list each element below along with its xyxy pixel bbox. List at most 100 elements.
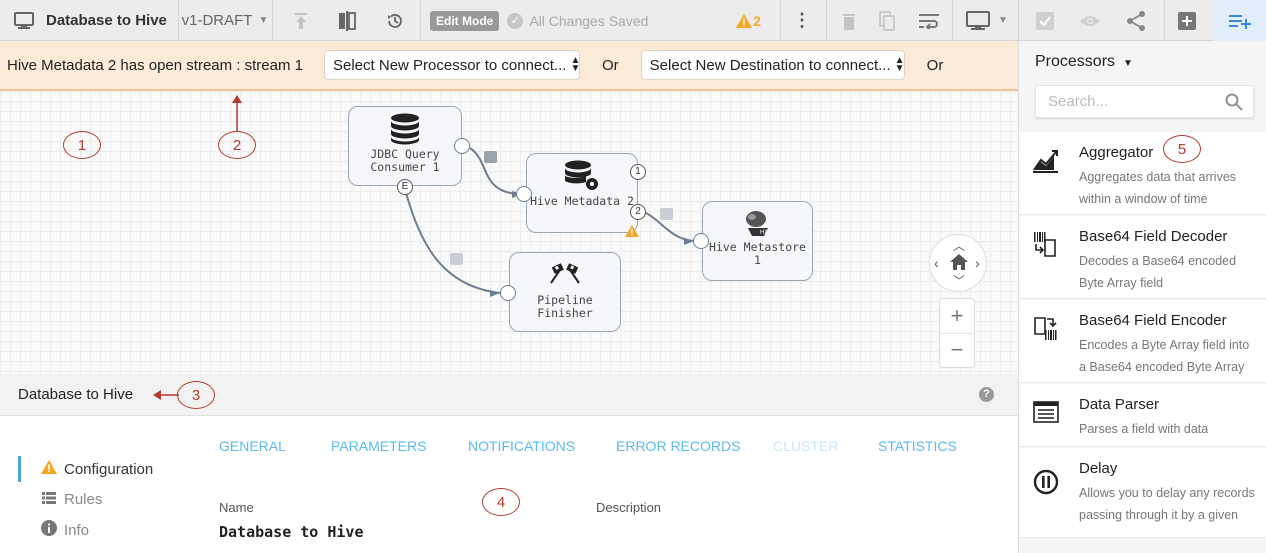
- auto-arrange-icon[interactable]: [912, 0, 946, 41]
- validate-icon[interactable]: [1030, 0, 1060, 41]
- list-item[interactable]: Delay Allows you to delay any records pa…: [1019, 448, 1266, 538]
- warnings-button[interactable]: 2: [728, 0, 768, 41]
- description-label: Description: [596, 500, 662, 515]
- node-label: Consumer 1: [370, 160, 440, 174]
- side-nav-rules[interactable]: Rules: [18, 486, 188, 512]
- pan-right-icon[interactable]: ›: [975, 255, 980, 271]
- input-port[interactable]: [693, 233, 709, 249]
- warning-icon: [736, 13, 753, 28]
- pan-down-icon[interactable]: ﹀: [953, 274, 966, 288]
- link-stats-icon[interactable]: [450, 253, 463, 265]
- history-icon[interactable]: [378, 0, 412, 41]
- name-field[interactable]: Database to Hive: [219, 523, 364, 541]
- search-icon[interactable]: [1225, 93, 1243, 115]
- tab-parameters[interactable]: PARAMETERS: [331, 438, 427, 454]
- search-placeholder: Search...: [1048, 93, 1109, 110]
- list-item[interactable]: Aggregator Aggregates data that arrives …: [1019, 132, 1266, 215]
- pan-control[interactable]: ︿ ‹ › ﹀: [929, 234, 987, 292]
- saved-status: All Changes Saved: [529, 12, 649, 29]
- barcode-encode-icon: [1034, 317, 1057, 340]
- link-stats-icon[interactable]: [660, 208, 673, 220]
- stage-search-input[interactable]: Search...: [1035, 85, 1254, 118]
- stream-2-port[interactable]: 2: [630, 204, 646, 220]
- destination-select[interactable]: Select New Destination to connect... ▲▼: [640, 50, 905, 80]
- tab-statistics[interactable]: STATISTICS: [878, 438, 957, 454]
- eye-icon[interactable]: [1074, 0, 1106, 41]
- select-arrows-icon: ▲▼: [570, 55, 581, 74]
- edit-status: Edit Mode ✓ All Changes Saved: [430, 0, 660, 41]
- check-circle-icon: ✓: [507, 12, 524, 29]
- node-hive-metadata[interactable]: Hive Metadata 2: [526, 153, 638, 233]
- input-port[interactable]: [516, 186, 532, 202]
- list-item[interactable]: Data Parser Parses a field with data: [1019, 384, 1266, 447]
- side-nav-configuration[interactable]: Configuration: [18, 456, 188, 482]
- or-label: Or: [926, 56, 944, 74]
- warning-count: 2: [753, 12, 761, 29]
- stage-library-toggle-icon[interactable]: [1214, 0, 1266, 41]
- input-port[interactable]: [500, 285, 516, 301]
- zoom-out-button[interactable]: −: [950, 337, 964, 362]
- more-options-icon[interactable]: ⋮: [793, 10, 811, 30]
- tab-notifications[interactable]: NOTIFICATIONS: [468, 438, 576, 454]
- destination-select-label: Select New Destination to connect...: [649, 56, 891, 74]
- stage-type-dropdown[interactable]: Processors▼: [1035, 53, 1133, 71]
- edit-mode-badge: Edit Mode: [430, 10, 500, 31]
- database-icon: [391, 113, 419, 145]
- stage-description: Encodes a Byte Array field into a Base64…: [1079, 338, 1250, 374]
- preview-dropdown[interactable]: ▼: [956, 0, 1018, 41]
- stage-type-label: Processors: [1035, 53, 1116, 70]
- share-icon[interactable]: [1120, 0, 1152, 41]
- publish-icon[interactable]: [286, 0, 316, 41]
- compare-icon[interactable]: [332, 0, 362, 41]
- link-jdbc-to-finisher: [405, 192, 501, 294]
- event-port[interactable]: E: [397, 179, 413, 195]
- zoom-in-button[interactable]: +: [940, 299, 974, 334]
- link-stats-icon[interactable]: [484, 151, 497, 163]
- pan-up-icon[interactable]: ︿: [953, 239, 966, 253]
- database-gear-icon: [565, 160, 598, 190]
- delete-icon[interactable]: [836, 0, 862, 41]
- list-item[interactable]: Base64 Field Decoder Decodes a Base64 en…: [1019, 216, 1266, 299]
- side-nav-label: Configuration: [64, 460, 154, 478]
- help-icon[interactable]: ?: [979, 387, 994, 402]
- checkered-flags-icon: [550, 263, 580, 284]
- home-icon[interactable]: [949, 252, 969, 277]
- monitor-icon: [14, 11, 34, 29]
- stage-name: Aggregator: [1079, 144, 1154, 161]
- node-label: JDBC Query: [370, 147, 440, 161]
- stage-description: Aggregates data that arrives within a wi…: [1079, 170, 1237, 206]
- top-toolbar: Database to Hive v1-DRAFT▼ Edit Mode ✓ Al…: [0, 0, 1266, 41]
- node-pipeline-finisher[interactable]: Pipeline Finisher: [509, 252, 621, 332]
- list-item[interactable]: Base64 Field Encoder Encodes a Byte Arra…: [1019, 300, 1266, 383]
- processor-select[interactable]: Select New Processor to connect... ▲▼: [324, 50, 580, 80]
- hive-icon: HIVE: [745, 211, 774, 236]
- pan-left-icon[interactable]: ‹: [934, 255, 939, 271]
- open-stream-banner: Hive Metadata 2 has open stream : stream…: [0, 41, 1018, 91]
- stage-name: Base64 Field Decoder: [1079, 228, 1228, 245]
- tab-general[interactable]: GENERAL: [219, 438, 286, 454]
- list-icon: [40, 491, 58, 508]
- tab-error-records[interactable]: ERROR RECORDS: [616, 438, 741, 454]
- stage-name: Data Parser: [1079, 396, 1160, 413]
- callout-4: 4: [482, 488, 520, 516]
- side-nav-info[interactable]: Info: [18, 517, 188, 543]
- version-dropdown[interactable]: v1-DRAFT▼: [178, 0, 272, 41]
- side-nav-label: Info: [64, 521, 90, 539]
- node-hive-metastore[interactable]: HIVE Hive Metastore 1: [702, 201, 813, 281]
- callout-5: 5: [1163, 135, 1201, 163]
- stream-1-port[interactable]: 1: [630, 164, 646, 180]
- add-stage-icon[interactable]: [1170, 0, 1204, 41]
- callout-1: 1: [63, 131, 101, 159]
- pipeline-title-button[interactable]: Database to Hive: [0, 0, 178, 41]
- output-port[interactable]: [454, 138, 470, 154]
- pipeline-title: Database to Hive: [46, 12, 167, 29]
- callout-3: 3: [177, 381, 215, 409]
- duplicate-icon[interactable]: [874, 0, 900, 41]
- node-label: Hive Metastore: [709, 240, 806, 254]
- node-label: Hive Metadata 2: [530, 194, 634, 208]
- pipeline-canvas[interactable]: JDBC Query Consumer 1 E Hive Metadata 2 …: [0, 91, 1018, 374]
- tab-cluster[interactable]: CLUSTER: [773, 438, 839, 454]
- node-jdbc-query-consumer[interactable]: JDBC Query Consumer 1: [348, 106, 462, 186]
- warning-icon: [40, 460, 58, 478]
- node-label: 1: [754, 253, 761, 267]
